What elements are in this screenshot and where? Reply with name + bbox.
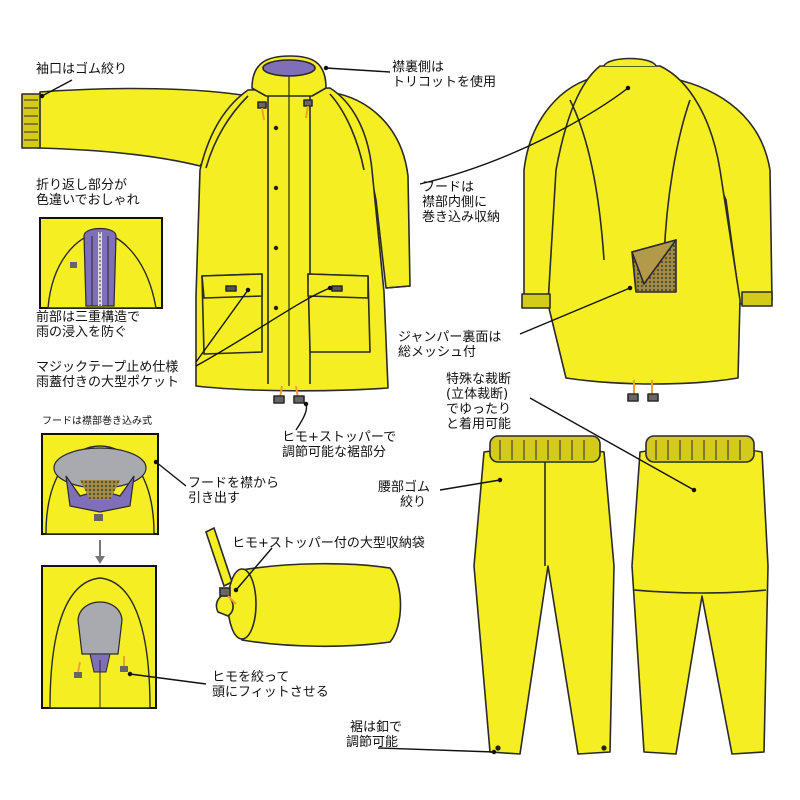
label-hood-storage-line1: フードは <box>422 180 475 195</box>
label-mesh-lining-line2: 総メッシュ付 <box>398 345 477 360</box>
label-fit-head-line2: 頭にフィットさせる <box>212 685 329 700</box>
inset-hood-deployed <box>41 565 157 709</box>
label-front-structure: 前部は三重構造で 雨の浸入を防ぐ <box>36 310 140 340</box>
storage-bag <box>205 526 402 648</box>
label-hem-cord-line1: ヒモ+ストッパーで <box>282 430 397 445</box>
label-special-cut-line1: 特殊な裁断 <box>446 372 512 387</box>
label-mesh-lining: ジャンパー裏面は 総メッシュ付 <box>398 330 501 360</box>
label-pocket-line2: 雨蓋付きの大型ポケット <box>36 375 180 390</box>
label-fit-head: ヒモを絞って 頭にフィットさせる <box>212 670 329 700</box>
label-collar-lining-line1: 襟裏側は <box>392 60 445 75</box>
pants-back <box>631 435 769 755</box>
label-waist-line1: 腰部ゴム <box>378 480 431 495</box>
jacket-front-left-sleeve <box>37 87 249 167</box>
label-fold-back: 折り返し部分が 色違いでおしゃれ <box>36 178 140 208</box>
label-fit-head-line1: ヒモを絞って <box>212 670 290 685</box>
leader-lines <box>39 65 697 755</box>
label-hem-cord-line2: 調節可能な裾部分 <box>282 445 387 460</box>
label-hood-storage-line3: 巻き込み収納 <box>422 210 501 225</box>
label-cuff-text: 袖口はゴム絞り <box>36 62 128 77</box>
label-pants-hem: 裾は釦で 調節可能 <box>346 720 402 750</box>
label-pull-hood-line2: 引き出す <box>188 491 241 506</box>
label-mesh-lining-line1: ジャンパー裏面は <box>398 330 502 345</box>
label-fold-back-line2: 色違いでおしゃれ <box>36 193 140 208</box>
label-special-cut-line2: (立体裁断) <box>446 387 509 402</box>
label-hood-type-text: フードは襟部巻き込み式 <box>42 416 152 427</box>
label-special-cut-line3: でゆったり <box>446 402 512 417</box>
label-pants-hem-line2: 調節可能 <box>346 735 399 750</box>
label-pocket-line1: マジックテープ止め仕様 <box>36 360 179 375</box>
inset-hood-rolled <box>41 433 159 535</box>
label-pocket: マジックテープ止め仕様 雨蓋付きの大型ポケット <box>36 360 179 390</box>
label-storage-bag: ヒモ+ストッパー付の大型収納袋 <box>232 536 425 551</box>
jacket-front <box>21 55 411 404</box>
label-hood-storage: フードは 襟部内側に 巻き込み収納 <box>422 180 500 225</box>
label-special-cut-line4: と着用可能 <box>446 417 512 432</box>
label-waist-line2: 絞り <box>400 495 427 510</box>
pants-back-waistband <box>645 435 755 463</box>
label-pull-hood-line1: フードを襟から <box>188 476 280 491</box>
label-front-structure-line1: 前部は三重構造で <box>36 310 141 325</box>
label-waist: 腰部ゴム 絞り <box>378 480 430 510</box>
jacket-back-body <box>547 65 741 385</box>
pants-front <box>473 435 615 755</box>
label-fold-back-line1: 折り返し部分が <box>36 178 128 193</box>
label-front-structure-line2: 雨の浸入を防ぐ <box>36 325 128 340</box>
label-pants-hem-line1: 裾は釦で <box>350 720 403 735</box>
label-pull-hood: フードを襟から 引き出す <box>188 476 279 506</box>
inset-collar-detail <box>39 217 163 309</box>
label-hem-cord: ヒモ+ストッパーで 調節可能な裾部分 <box>282 430 396 460</box>
label-collar-lining: 襟裏側は トリコットを使用 <box>392 60 496 90</box>
label-special-cut: 特殊な裁断 (立体裁断) でゆったり と着用可能 <box>446 372 511 432</box>
label-cuff: 袖口はゴム絞り <box>36 62 127 77</box>
label-hood-type: フードは襟部巻き込み式 <box>42 416 152 428</box>
label-storage-bag-text: ヒモ+ストッパー付の大型収納袋 <box>232 536 425 551</box>
label-collar-lining-line2: トリコットを使用 <box>392 75 497 90</box>
label-hood-storage-line2: 襟部内側に <box>422 195 488 210</box>
jacket-back <box>521 57 773 402</box>
